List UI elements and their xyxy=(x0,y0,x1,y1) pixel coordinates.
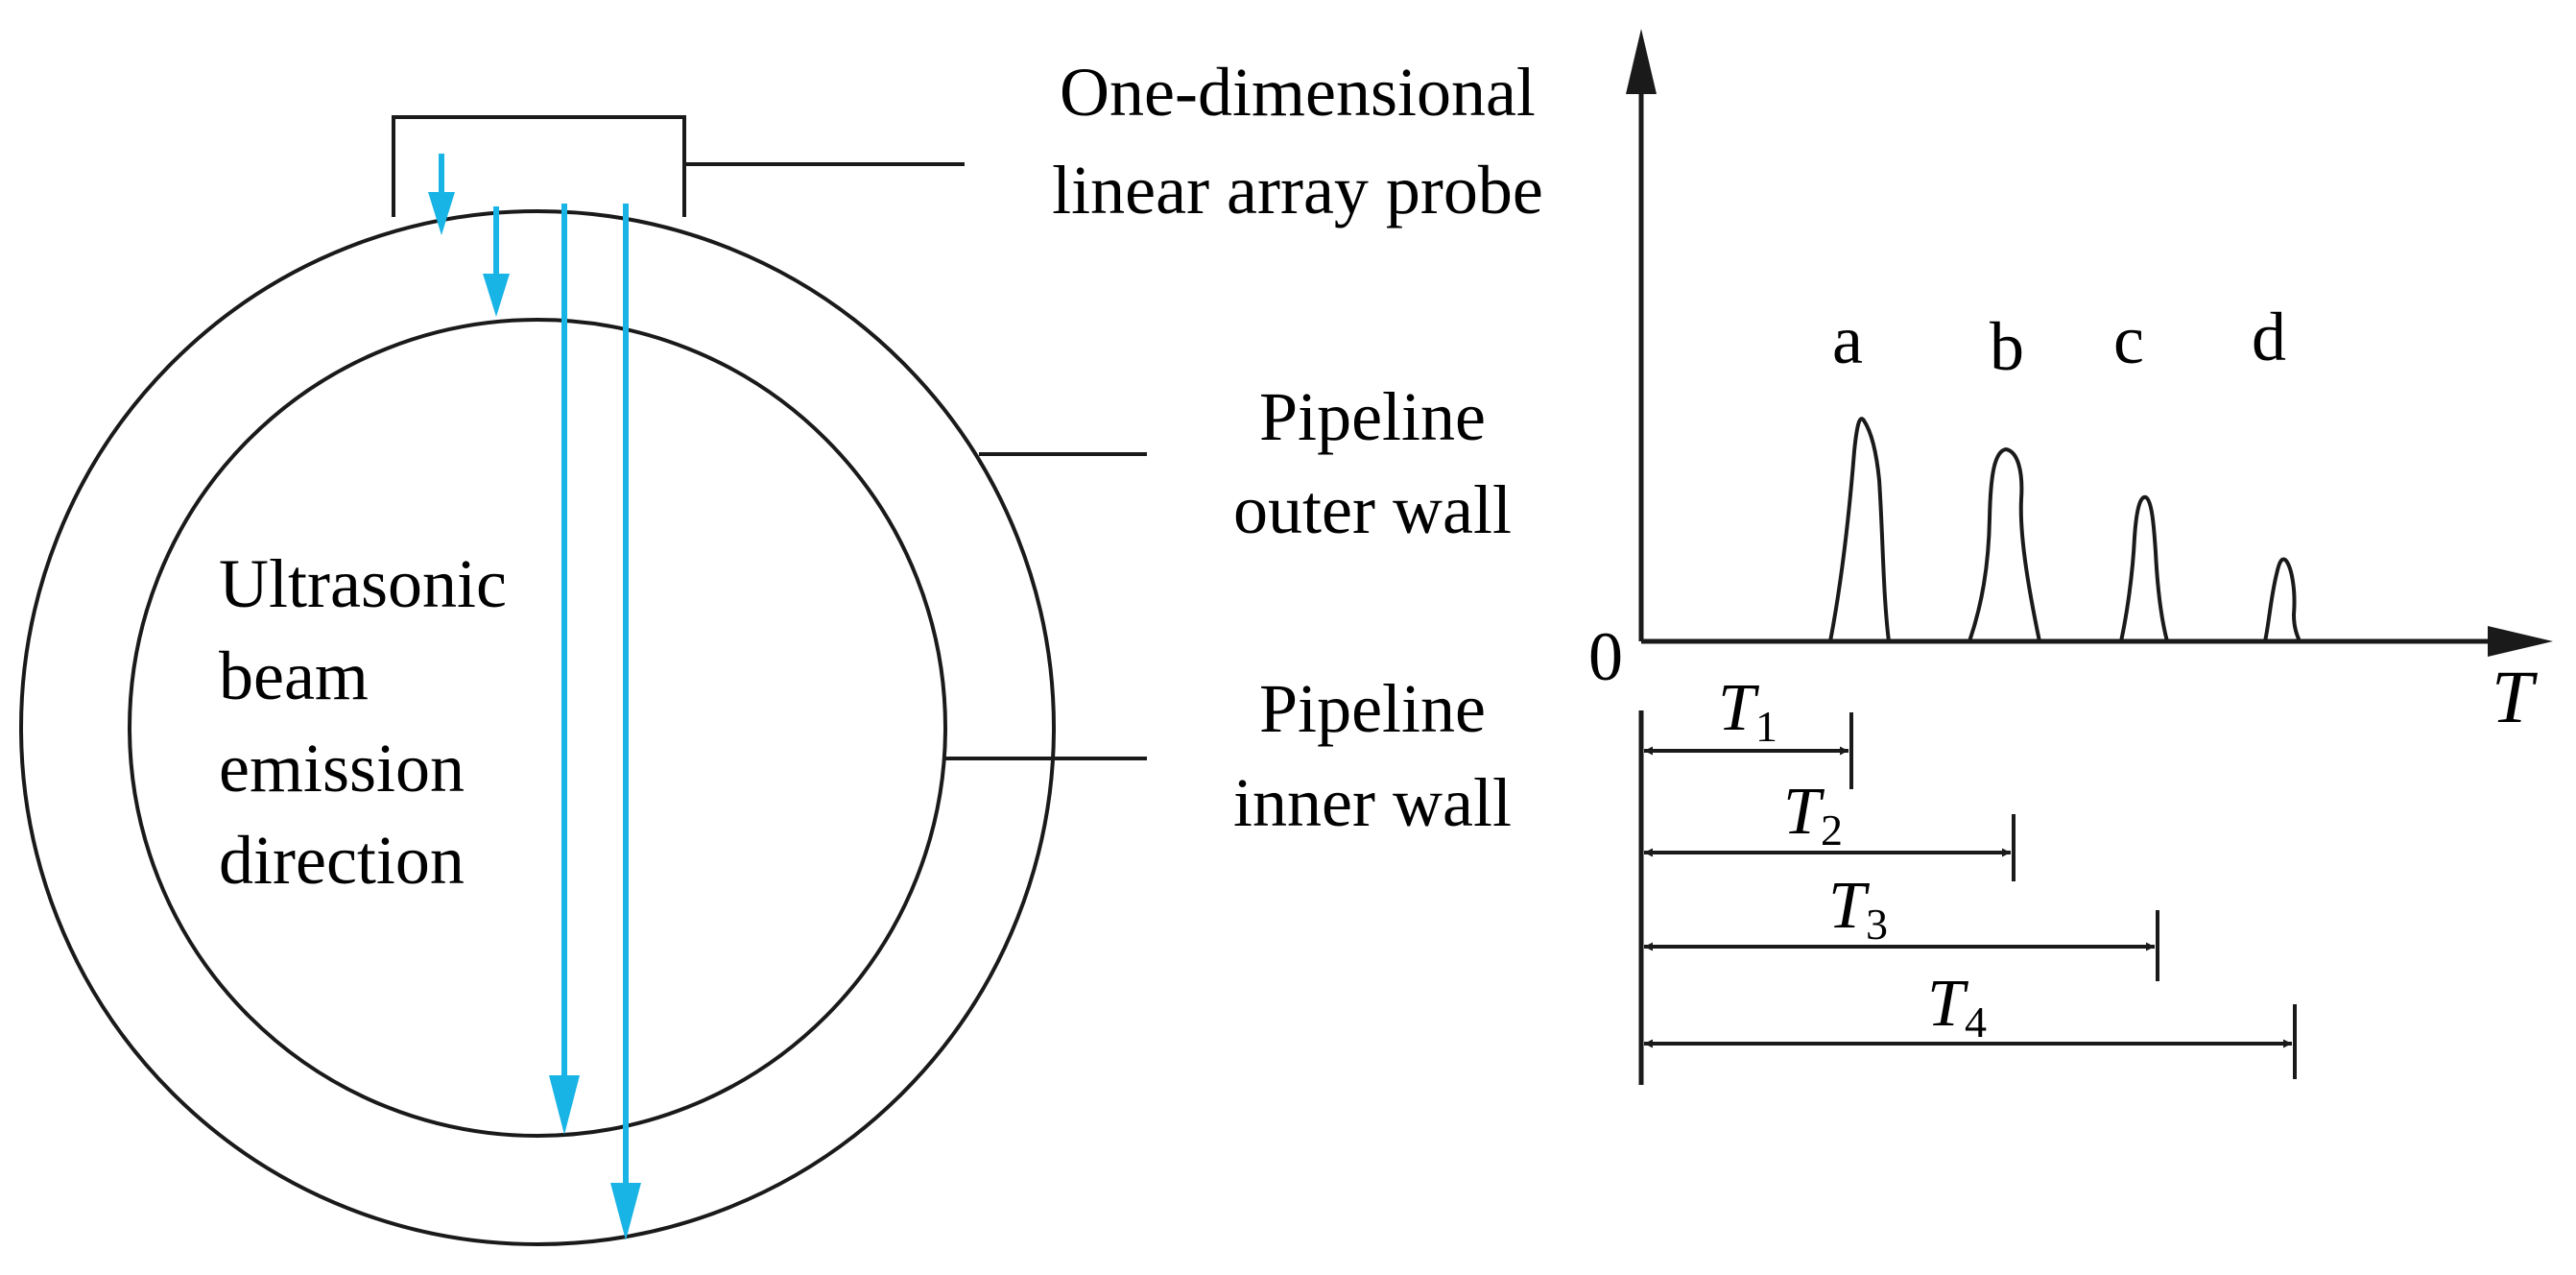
x-axis-label: T xyxy=(2492,655,2538,738)
peak-label-d: d xyxy=(2252,299,2286,375)
beam-label-line4: direction xyxy=(219,822,465,899)
leader-lines xyxy=(684,162,1147,760)
y-axis-arrowhead xyxy=(1626,29,1657,94)
echo-peak-c xyxy=(2119,494,2169,642)
origin-label: 0 xyxy=(1588,618,1623,695)
peak-label-b: b xyxy=(1990,308,2024,385)
peak-label-c: c xyxy=(2113,301,2144,378)
probe-box xyxy=(392,115,686,217)
beam-label-line2: beam xyxy=(219,638,369,714)
inner-wall-label-line2: inner wall xyxy=(1233,764,1512,841)
echo-peak-d xyxy=(2263,557,2302,642)
interval-t4-label: T4 xyxy=(1927,967,1987,1046)
beam-arrow-1-head xyxy=(428,192,455,235)
x-axis-arrowhead xyxy=(2488,626,2553,657)
beam-arrow-4-head xyxy=(610,1183,641,1240)
outer-wall-label-line1: Pipeline xyxy=(1259,378,1486,455)
peak-label-a: a xyxy=(1832,301,1863,378)
beam-label-line1: Ultrasonic xyxy=(219,545,507,622)
echo-peak-a xyxy=(1828,417,1891,642)
outer-wall-label-line2: outer wall xyxy=(1233,471,1512,548)
diagram-labels: One-dimensional linear array probe Pipel… xyxy=(219,54,1543,899)
pipeline-cross-section xyxy=(19,115,1056,1246)
beam-label-line3: emission xyxy=(219,730,465,806)
inner-wall-label-line1: Pipeline xyxy=(1259,670,1486,747)
interval-t1-label: T1 xyxy=(1718,671,1777,751)
pipeline-outer-wall xyxy=(19,209,1056,1246)
beam-arrow-3-head xyxy=(549,1075,580,1135)
interval-t3-label: T3 xyxy=(1828,869,1888,949)
echo-signal-plot: 0 T a b c d T1 T2 T3 T4 xyxy=(1588,29,2553,1085)
probe-label-line1: One-dimensional xyxy=(1060,54,1536,131)
ultrasonic-beams xyxy=(428,154,641,1240)
pipeline-inner-wall xyxy=(128,318,947,1138)
echo-peak-b xyxy=(1968,446,2041,642)
beam-arrow-2-head xyxy=(483,274,510,317)
interval-t2-label: T2 xyxy=(1783,775,1843,854)
probe-label-line2: linear array probe xyxy=(1052,152,1543,229)
